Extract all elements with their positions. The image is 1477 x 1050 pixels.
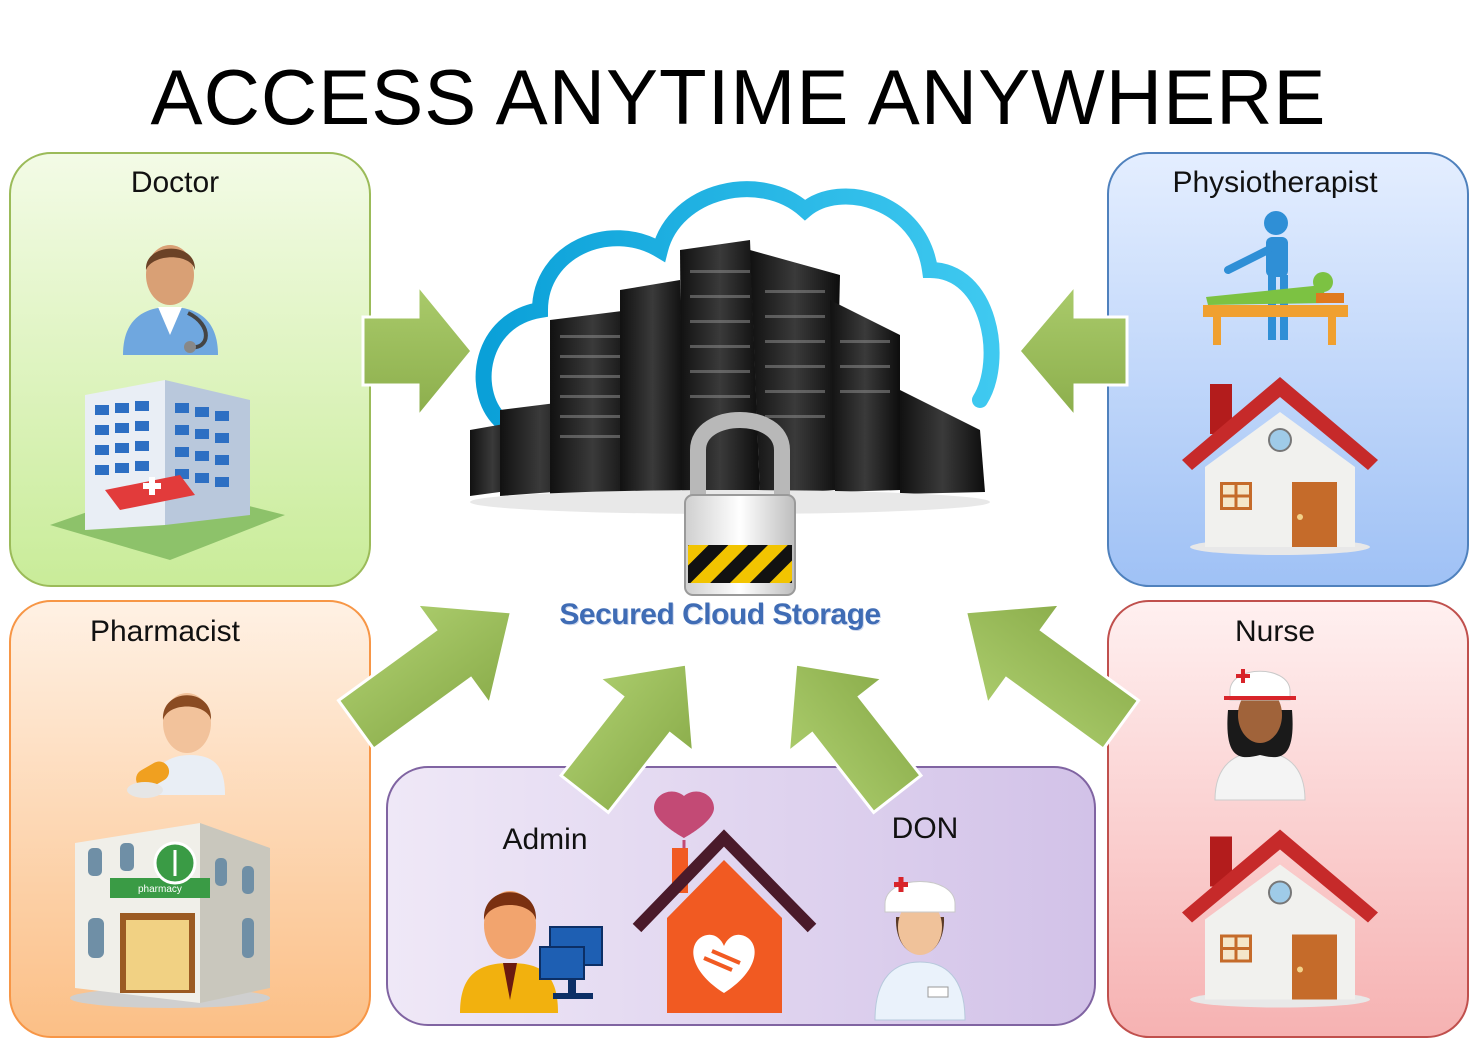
head-nurse-icon: [874, 877, 966, 1021]
pharmacy-icon: pharmacy: [70, 823, 270, 1008]
pharmacy-sign-text: pharmacy: [138, 884, 182, 895]
arrow-doctor: [361, 280, 474, 422]
house-icon: [1182, 829, 1378, 1008]
pharmacist-icon: [127, 693, 225, 798]
doctor-icon: [123, 245, 218, 355]
nurse-icon: [1214, 669, 1306, 801]
diagram-title: ACCESS ANYTIME ANYWHERE: [150, 53, 1327, 141]
arrow-don: [786, 662, 924, 815]
hospital-icon: [50, 380, 285, 560]
cloud-storage-label: Secured Cloud Storage: [559, 598, 881, 631]
doctor-label: Doctor: [130, 166, 220, 199]
pharmacist-label: Pharmacist: [89, 615, 241, 648]
don-label: DON: [891, 812, 959, 845]
arrow-admin: [558, 662, 696, 815]
arrow-nurse: [963, 602, 1141, 752]
arrow-pharmacist: [336, 602, 514, 752]
admin-computer-icon: [460, 891, 603, 1013]
house-icon: [1182, 377, 1378, 555]
physiotherapy-icon: [1203, 211, 1348, 345]
nurse-label: Nurse: [1234, 615, 1316, 648]
physiotherapist-label: Physiotherapist: [1172, 166, 1378, 199]
admin-label: Admin: [502, 823, 588, 856]
padlock-icon: [684, 412, 796, 596]
arrow-physiotherapist: [1017, 280, 1129, 422]
care-home-heart-icon: [632, 791, 817, 1013]
cloud-icon: [470, 181, 1000, 596]
